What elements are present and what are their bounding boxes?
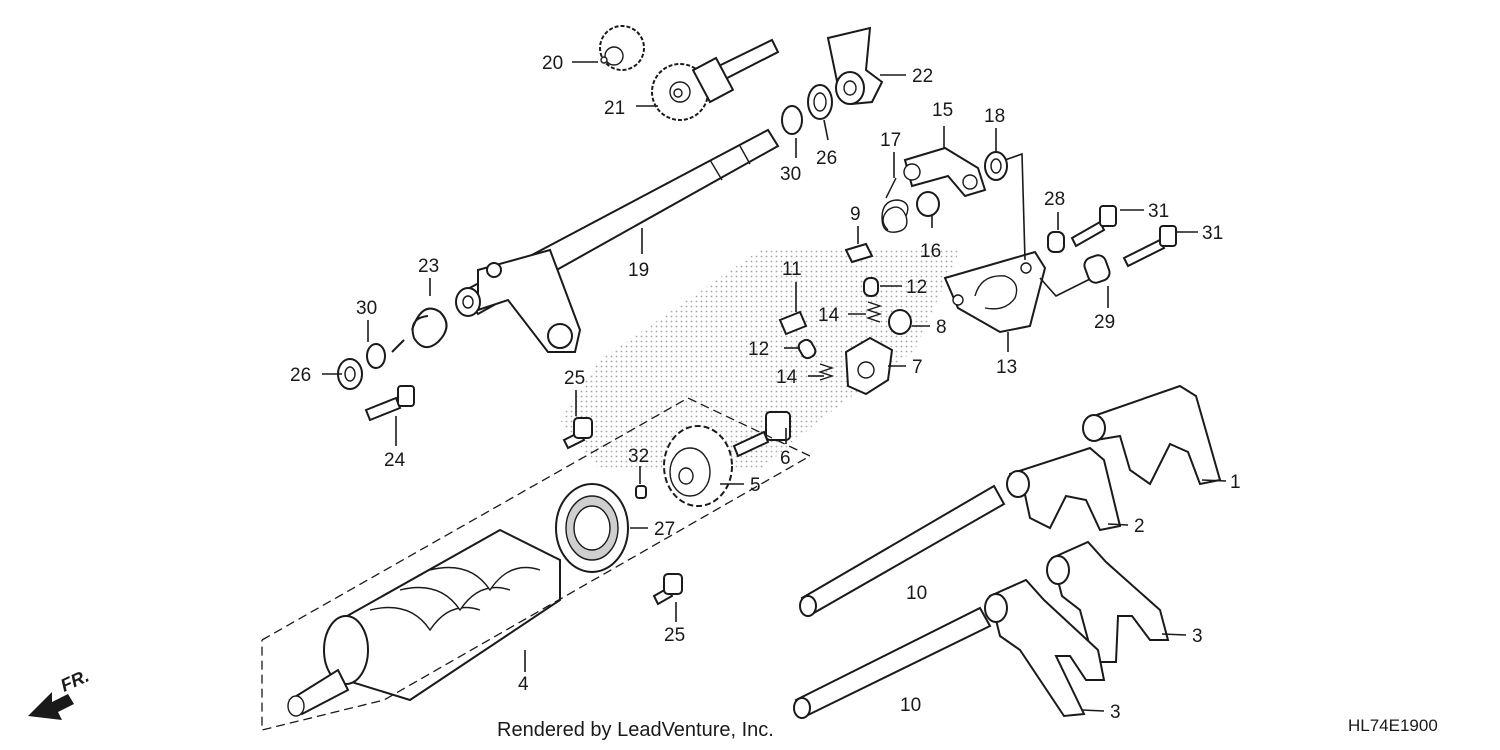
part-31-bolt-upper[interactable] bbox=[1070, 205, 1117, 248]
part-21-gear-shaft[interactable] bbox=[651, 38, 780, 121]
callout-9: 9 bbox=[850, 204, 861, 225]
part-6-bolt[interactable] bbox=[732, 411, 791, 458]
callout-26-lower: 26 bbox=[290, 365, 311, 386]
part-15-stopper-arm[interactable] bbox=[903, 146, 987, 198]
callout-25-lower: 25 bbox=[664, 625, 685, 646]
part-30-circlip-lower[interactable] bbox=[366, 343, 386, 369]
callout-18: 18 bbox=[984, 106, 1005, 127]
callout-32: 32 bbox=[628, 446, 649, 467]
part-30-circlip-upper[interactable] bbox=[781, 105, 803, 135]
callout-labels: 1 2 3 3 4 5 6 7 8 9 10 10 11 12 12 13 14… bbox=[290, 53, 1241, 723]
callout-13: 13 bbox=[996, 357, 1017, 378]
callout-24: 24 bbox=[384, 450, 406, 471]
part-3-shift-fork-lower[interactable] bbox=[984, 578, 1106, 718]
callout-8: 8 bbox=[936, 317, 947, 338]
callout-27: 27 bbox=[654, 519, 675, 540]
callout-20: 20 bbox=[542, 53, 563, 74]
callout-3-lower: 3 bbox=[1110, 702, 1121, 723]
callout-23: 23 bbox=[418, 256, 439, 277]
callout-2: 2 bbox=[1134, 516, 1145, 537]
part-24-bolt[interactable] bbox=[364, 385, 415, 422]
callout-10-upper: 10 bbox=[906, 583, 927, 604]
stipple-zone bbox=[560, 250, 960, 470]
part-28-dowel[interactable] bbox=[1047, 231, 1065, 253]
callout-12-lower: 12 bbox=[748, 339, 769, 360]
part-29-dowel[interactable] bbox=[1082, 253, 1112, 285]
part-2-shift-fork[interactable] bbox=[1006, 446, 1122, 532]
front-direction-arrow-icon: FR. bbox=[28, 666, 92, 720]
part-32-pin[interactable] bbox=[635, 485, 647, 499]
callout-31-lower: 31 bbox=[1202, 223, 1223, 244]
callout-29: 29 bbox=[1094, 312, 1115, 333]
diagram-code: HL74E1900 bbox=[1348, 716, 1438, 735]
callout-15: 15 bbox=[932, 100, 953, 121]
direction-label: FR. bbox=[57, 666, 92, 696]
part-23-spring[interactable] bbox=[391, 307, 448, 353]
part-3-shift-fork-upper[interactable] bbox=[1046, 540, 1170, 663]
part-12-pin-upper[interactable] bbox=[863, 277, 879, 297]
callout-4: 4 bbox=[518, 674, 529, 695]
callout-25-upper: 25 bbox=[564, 368, 585, 389]
callout-3-upper: 3 bbox=[1192, 626, 1203, 647]
callout-10-lower: 10 bbox=[900, 695, 921, 716]
part-22-shift-arm[interactable] bbox=[826, 26, 884, 106]
callout-1: 1 bbox=[1230, 472, 1241, 493]
callout-14-upper: 14 bbox=[818, 305, 840, 326]
callout-12-upper: 12 bbox=[906, 277, 927, 298]
callout-19: 19 bbox=[628, 260, 649, 281]
part-27-bearing[interactable] bbox=[555, 483, 629, 573]
part-14-spring-upper[interactable] bbox=[865, 301, 883, 323]
assembly-frame bbox=[261, 397, 812, 731]
part-12-pin-lower[interactable] bbox=[796, 338, 817, 361]
part-11-pawl[interactable] bbox=[778, 310, 808, 336]
callout-16: 16 bbox=[920, 241, 941, 262]
callout-7: 7 bbox=[912, 357, 923, 378]
leader-lines bbox=[322, 61, 1227, 712]
callout-11: 11 bbox=[782, 259, 802, 280]
part-9-pawl[interactable] bbox=[844, 242, 874, 264]
part-4-shift-drum[interactable] bbox=[287, 528, 561, 717]
part-5-drum-gear[interactable] bbox=[663, 425, 733, 507]
part-7-drum-center[interactable] bbox=[844, 336, 894, 396]
callout-28: 28 bbox=[1044, 189, 1065, 210]
part-10-fork-shaft-lower[interactable] bbox=[793, 606, 992, 719]
part-25-bolt-lower[interactable] bbox=[652, 573, 683, 606]
callout-14-lower: 14 bbox=[776, 367, 798, 388]
part-10-fork-shaft-upper[interactable] bbox=[799, 484, 1006, 617]
part-31-bolt-lower[interactable] bbox=[1122, 225, 1177, 268]
part-25-bolt-upper[interactable] bbox=[562, 417, 593, 450]
callout-17: 17 bbox=[880, 130, 901, 151]
callout-22: 22 bbox=[912, 66, 933, 87]
part-16-collar[interactable] bbox=[916, 191, 940, 217]
callout-31-upper: 31 bbox=[1148, 201, 1169, 222]
part-1-shift-fork[interactable] bbox=[1082, 384, 1222, 486]
part-17-spring[interactable] bbox=[881, 177, 909, 233]
callout-30-lower: 30 bbox=[356, 298, 377, 319]
part-20-gear[interactable] bbox=[599, 25, 645, 71]
render-caption: Rendered by LeadVenture, Inc. bbox=[497, 719, 774, 741]
part-8-bearing[interactable] bbox=[888, 309, 912, 335]
callout-21: 21 bbox=[604, 98, 625, 119]
callout-5: 5 bbox=[750, 475, 761, 496]
part-13-guide-plate[interactable] bbox=[943, 250, 1047, 334]
part-19-shift-shaft[interactable] bbox=[455, 128, 780, 353]
callout-30-upper: 30 bbox=[780, 164, 801, 185]
callout-26-upper: 26 bbox=[816, 148, 837, 169]
callout-6: 6 bbox=[780, 448, 791, 469]
